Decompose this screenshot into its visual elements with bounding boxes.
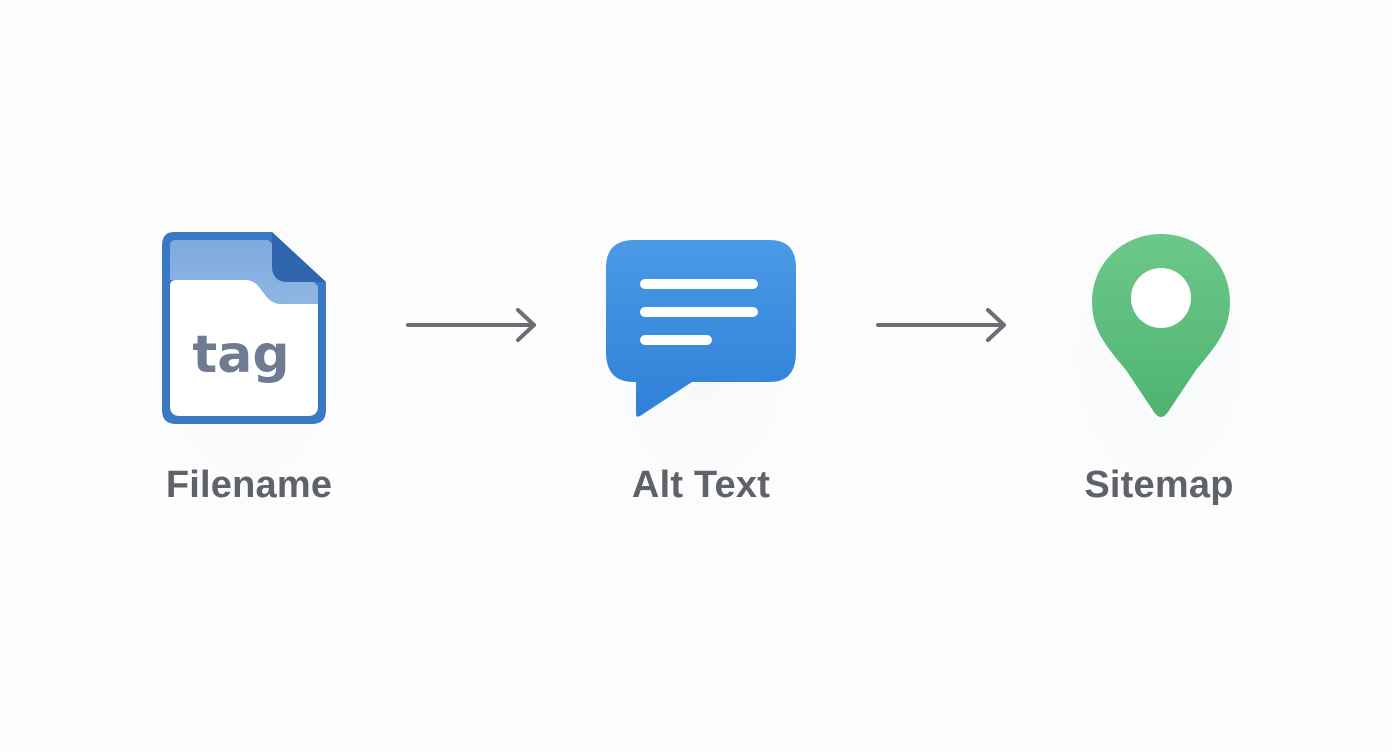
map-pin-icon bbox=[1088, 230, 1234, 427]
step-filename: tag Filename bbox=[124, 180, 374, 540]
arrow-right-icon bbox=[870, 302, 1014, 353]
step-label-sitemap: Sitemap bbox=[1084, 464, 1234, 506]
file-tag-text: tag bbox=[192, 325, 289, 385]
step-label-alt-text: Alt Text bbox=[631, 464, 771, 506]
speech-bubble-icon bbox=[604, 238, 800, 427]
step-alt-text: Alt Text bbox=[576, 180, 826, 540]
arrow-right-icon bbox=[400, 302, 544, 353]
file-tag-icon: tag bbox=[160, 230, 330, 435]
step-label-filename: Filename bbox=[165, 464, 333, 506]
step-sitemap: Sitemap bbox=[1034, 180, 1284, 540]
